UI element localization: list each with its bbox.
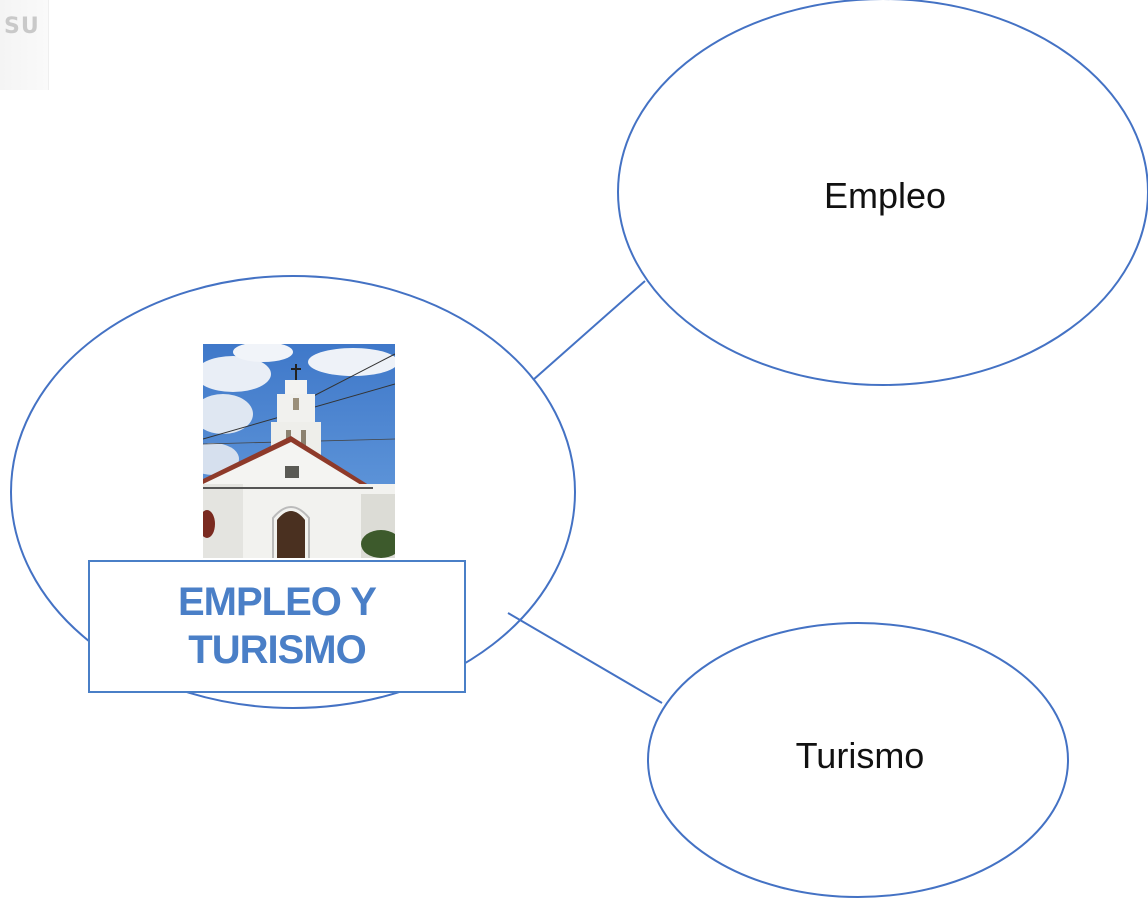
turismo-node-ellipse[interactable] (647, 622, 1069, 898)
center-title: EMPLEO Y TURISMO (90, 578, 464, 674)
center-title-line-2: TURISMO (188, 628, 366, 672)
watermark-logo: SU (0, 0, 49, 90)
center-title-box[interactable]: EMPLEO Y TURISMO (88, 560, 466, 693)
watermark-text: SU (4, 14, 40, 39)
connector-center-turismo (507, 612, 663, 704)
center-node-ellipse[interactable] (10, 275, 576, 709)
empleo-node-ellipse[interactable] (617, 0, 1148, 386)
center-title-line-1: EMPLEO Y (178, 580, 377, 624)
empleo-node-label: Empleo (823, 175, 947, 216)
connector-center-empleo (532, 280, 646, 381)
turismo-node-label: Turismo (795, 735, 925, 776)
church-photo (203, 344, 395, 558)
